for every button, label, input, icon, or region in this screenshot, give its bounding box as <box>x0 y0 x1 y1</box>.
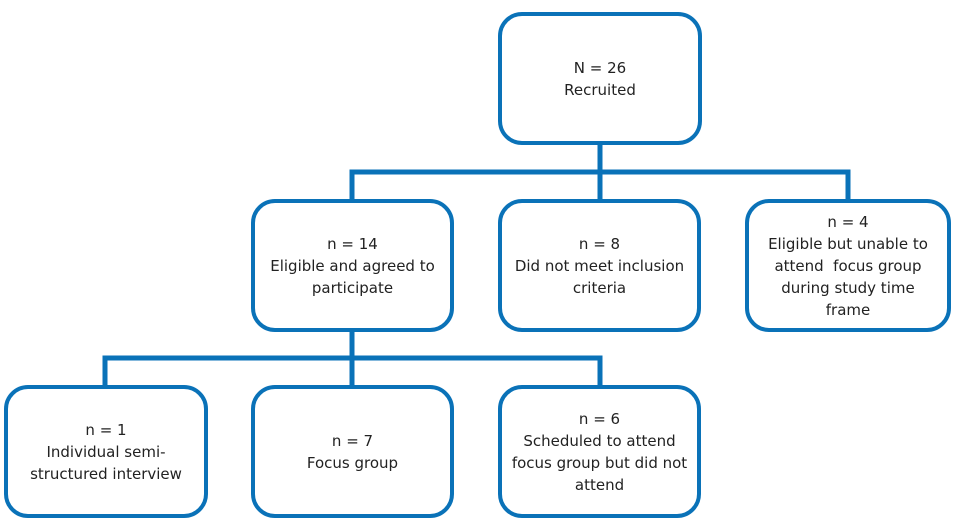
node-focus-group: n = 7 Focus group <box>251 385 454 518</box>
node-label: Focus group <box>306 453 399 472</box>
node-label: Recruited <box>564 80 636 99</box>
node-label: Individual semi- <box>46 442 166 461</box>
node-count: n = 14 <box>327 234 378 253</box>
node-count: n = 6 <box>578 409 621 428</box>
node-count: n = 1 <box>85 420 127 439</box>
node-scheduled-did-not-attend: n = 6 Scheduled to attend focus group bu… <box>498 385 701 518</box>
node-label: attend focus group <box>774 256 922 275</box>
node-label: Eligible and agreed to <box>270 256 435 275</box>
node-label: participate <box>311 278 394 297</box>
node-label: during study time <box>781 278 915 297</box>
node-label: Scheduled to attend <box>523 431 676 450</box>
node-count: n = 7 <box>331 431 374 450</box>
node-individual-interview: n = 1 Individual semi- structured interv… <box>4 385 208 518</box>
node-label: frame <box>825 300 871 319</box>
node-count: n = 8 <box>578 234 621 253</box>
node-recruited: N = 26 Recruited <box>498 12 702 145</box>
node-did-not-meet-criteria: n = 8 Did not meet inclusion criteria <box>498 199 701 332</box>
node-count: N = 26 <box>573 58 627 77</box>
node-label: criteria <box>572 278 627 297</box>
node-label: structured interview <box>30 464 182 483</box>
node-eligible-agreed: n = 14 Eligible and agreed to participat… <box>251 199 454 332</box>
node-count: n = 4 <box>827 212 869 231</box>
node-eligible-unable-to-attend: n = 4 Eligible but unable to attend focu… <box>745 199 951 332</box>
node-label: focus group but did not <box>511 453 688 472</box>
node-label: Eligible but unable to <box>768 234 928 253</box>
node-label: Did not meet inclusion <box>514 256 685 275</box>
node-label: attend <box>574 475 625 494</box>
